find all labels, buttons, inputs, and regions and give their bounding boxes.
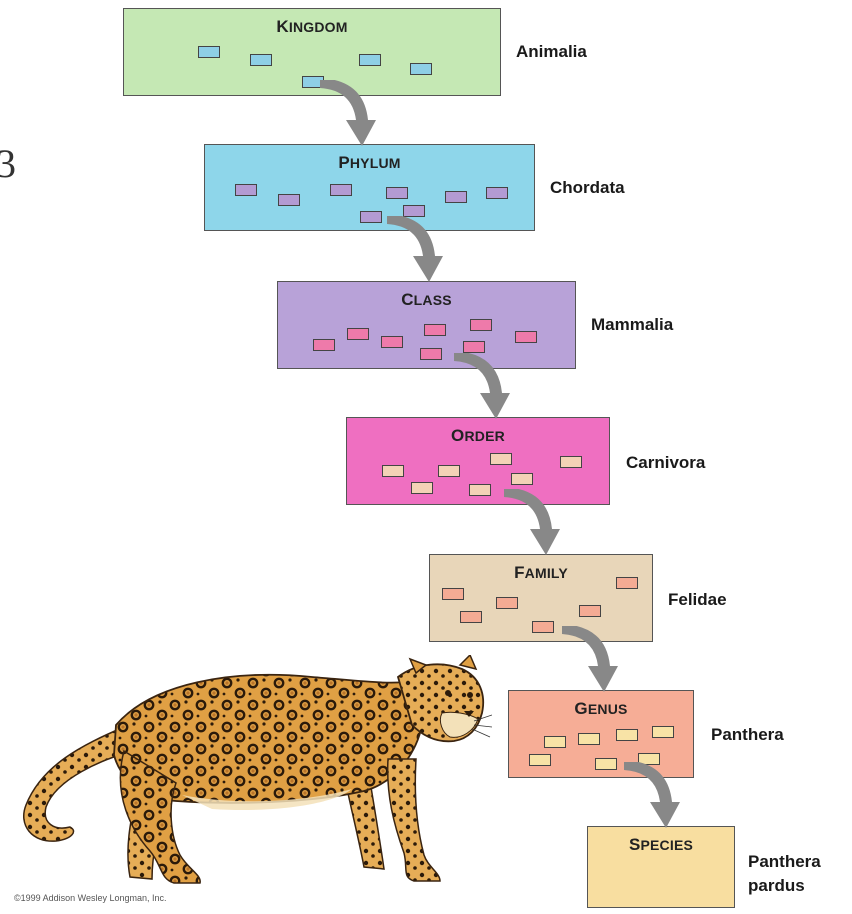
- member-chip: [544, 736, 566, 748]
- member-chip: [386, 187, 408, 199]
- member-chip: [250, 54, 272, 66]
- species-taxon-line-2: pardus: [748, 876, 805, 895]
- class-box: Class: [277, 281, 576, 369]
- arrow-class-to-order: [454, 353, 510, 419]
- leopard-illustration: [23, 655, 492, 884]
- member-chip: [463, 341, 485, 353]
- arrow-genus-to-species: [624, 762, 680, 828]
- kingdom-taxon: Animalia: [516, 42, 587, 61]
- member-chip: [486, 187, 508, 199]
- species-label: Species: [628, 835, 694, 854]
- member-chip: [496, 597, 518, 609]
- member-chip: [424, 324, 446, 336]
- member-chip: [578, 733, 600, 745]
- member-chip: [616, 729, 638, 741]
- arrow-kingdom-to-phylum: [320, 80, 376, 146]
- member-chip: [411, 482, 433, 494]
- member-chip: [313, 339, 335, 351]
- member-chip: [278, 194, 300, 206]
- member-chip: [442, 588, 464, 600]
- family-label: Family: [514, 563, 568, 582]
- order-box: Order: [346, 417, 610, 505]
- member-chip: [652, 726, 674, 738]
- member-chip: [420, 348, 442, 360]
- member-chip: [579, 605, 601, 617]
- family-taxon: Felidae: [668, 590, 727, 609]
- member-chip: [360, 211, 382, 223]
- member-chip: [198, 46, 220, 58]
- order-taxon: Carnivora: [626, 453, 706, 472]
- member-chip: [410, 63, 432, 75]
- genus-label: Genus: [574, 699, 628, 718]
- member-chip: [359, 54, 381, 66]
- member-chip: [469, 484, 491, 496]
- genus-taxon: Panthera: [711, 725, 784, 744]
- member-chip: [445, 191, 467, 203]
- member-chip: [560, 456, 582, 468]
- member-chip: [347, 328, 369, 340]
- class-label: Class: [401, 290, 452, 309]
- member-chip: [490, 453, 512, 465]
- member-chip: [511, 473, 533, 485]
- species-box: Species: [587, 826, 735, 908]
- member-chip: [381, 336, 403, 348]
- member-chip: [382, 465, 404, 477]
- member-chip: [330, 184, 352, 196]
- phylum-box: Phylum: [204, 144, 535, 231]
- kingdom-label: Kingdom: [276, 17, 348, 36]
- copyright-notice: ©1999 Addison Wesley Longman, Inc.: [14, 893, 167, 903]
- species-taxon-line-1: Panthera: [748, 852, 821, 871]
- arrow-phylum-to-class: [387, 216, 443, 282]
- phylum-label: Phylum: [338, 153, 401, 172]
- member-chip: [438, 465, 460, 477]
- family-box: Family: [429, 554, 653, 642]
- genus-box: Genus: [508, 690, 694, 778]
- arrow-family-to-genus: [562, 626, 618, 692]
- cropped-slide-number: 3: [0, 141, 16, 186]
- phylum-taxon: Chordata: [550, 178, 625, 197]
- arrow-order-to-family: [504, 489, 560, 555]
- order-label: Order: [451, 426, 505, 445]
- member-chip: [616, 577, 638, 589]
- member-chip: [638, 753, 660, 765]
- member-chip: [595, 758, 617, 770]
- member-chip: [470, 319, 492, 331]
- class-taxon: Mammalia: [591, 315, 674, 334]
- member-chip: [529, 754, 551, 766]
- member-chip: [532, 621, 554, 633]
- member-chip: [403, 205, 425, 217]
- member-chip: [515, 331, 537, 343]
- kingdom-box: Kingdom: [123, 8, 501, 96]
- member-chip: [460, 611, 482, 623]
- member-chip: [235, 184, 257, 196]
